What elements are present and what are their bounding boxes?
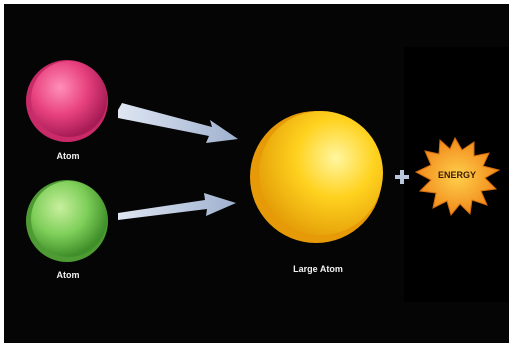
large-atom-label: Large Atom	[278, 264, 358, 274]
arrow-top	[118, 103, 238, 143]
atom-top	[26, 60, 108, 142]
energy-label: ENERGY	[432, 170, 482, 180]
arrow-bottom	[118, 193, 236, 220]
large-atom	[250, 111, 383, 243]
atom-top-label: Atom	[53, 151, 83, 161]
atom-bottom-label: Atom	[53, 270, 83, 280]
plus-sign	[395, 170, 409, 184]
atom-bottom	[26, 180, 108, 262]
